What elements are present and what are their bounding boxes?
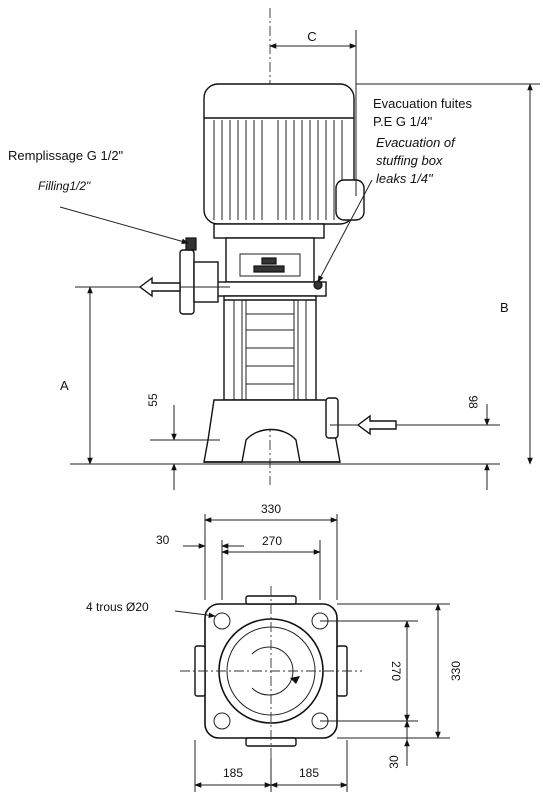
dim-c: C	[269, 29, 357, 196]
dim-30-top: 30	[156, 533, 244, 600]
dim-270-right: 270	[320, 620, 418, 722]
discharge-neck	[193, 261, 219, 303]
plan-view: 330 30 270	[86, 502, 463, 792]
drain-en-line3: leaks 1/4"	[376, 171, 434, 186]
dim-330-top: 330	[204, 502, 338, 600]
suction-flange	[325, 397, 339, 439]
fill-en-label: Filling1/2"	[38, 179, 91, 193]
dim-270-top: 270	[221, 534, 321, 600]
suction-arrow	[356, 414, 397, 436]
anchor-hole-bl	[213, 712, 231, 730]
base-casting	[203, 399, 341, 463]
elevation-view: C A B 55 98 Evacuation fuites P.E G 1/4	[8, 8, 540, 490]
holes-label: 4 trous Ø20	[86, 600, 149, 614]
dim-98: 98	[466, 395, 490, 490]
dim-330-top-label: 330	[261, 502, 281, 516]
lantern	[213, 237, 327, 297]
discharge-flange	[179, 249, 195, 315]
motor-fins	[213, 120, 343, 220]
dim-30-top-label: 30	[156, 533, 170, 547]
dim-185-bottom: 185 185	[194, 740, 348, 792]
coupling	[253, 265, 285, 273]
discharge-arrow	[138, 276, 181, 298]
dim-b-label: B	[500, 300, 509, 315]
holes-leader	[174, 610, 216, 618]
dim-270-top-label: 270	[262, 534, 282, 548]
dim-a: A	[60, 286, 93, 465]
motor	[203, 83, 365, 239]
anchor-hole-tl	[213, 612, 231, 630]
drain-fr-line1: Evacuation fuites	[373, 96, 473, 111]
dim-55-label: 55	[146, 393, 160, 407]
fill-plug	[185, 237, 197, 251]
dim-330-right: 330	[337, 603, 463, 739]
drain-en-line2: stuffing box	[376, 153, 443, 168]
dim-55: 55	[146, 393, 220, 490]
dim-c-label: C	[307, 29, 316, 44]
pump-base	[203, 397, 341, 463]
drain-leader	[317, 179, 373, 283]
terminal-box	[335, 179, 365, 221]
fill-leader	[59, 206, 189, 244]
drain-plug	[313, 280, 323, 290]
dim-a-label: A	[60, 378, 69, 393]
dim-185-left-label: 185	[223, 766, 243, 780]
dim-270-right-label: 270	[389, 661, 403, 681]
top-head	[213, 281, 327, 297]
dim-30-right-label: 30	[387, 755, 401, 769]
fill-fr-label: Remplissage G 1/2"	[8, 148, 124, 163]
dim-330-right-label: 330	[449, 661, 463, 681]
pump-stack	[223, 295, 317, 401]
dim-98-label: 98	[466, 395, 480, 409]
drain-fr-line2: P.E G 1/4"	[373, 114, 433, 129]
drain-en-line1: Evacuation of	[376, 135, 456, 150]
dim-30-right: 30	[387, 720, 410, 769]
motor-housing	[203, 83, 355, 225]
dim-185-right-label: 185	[299, 766, 319, 780]
dim-b: B	[500, 83, 533, 465]
fill-port	[179, 237, 219, 315]
motor-flange	[213, 223, 325, 239]
